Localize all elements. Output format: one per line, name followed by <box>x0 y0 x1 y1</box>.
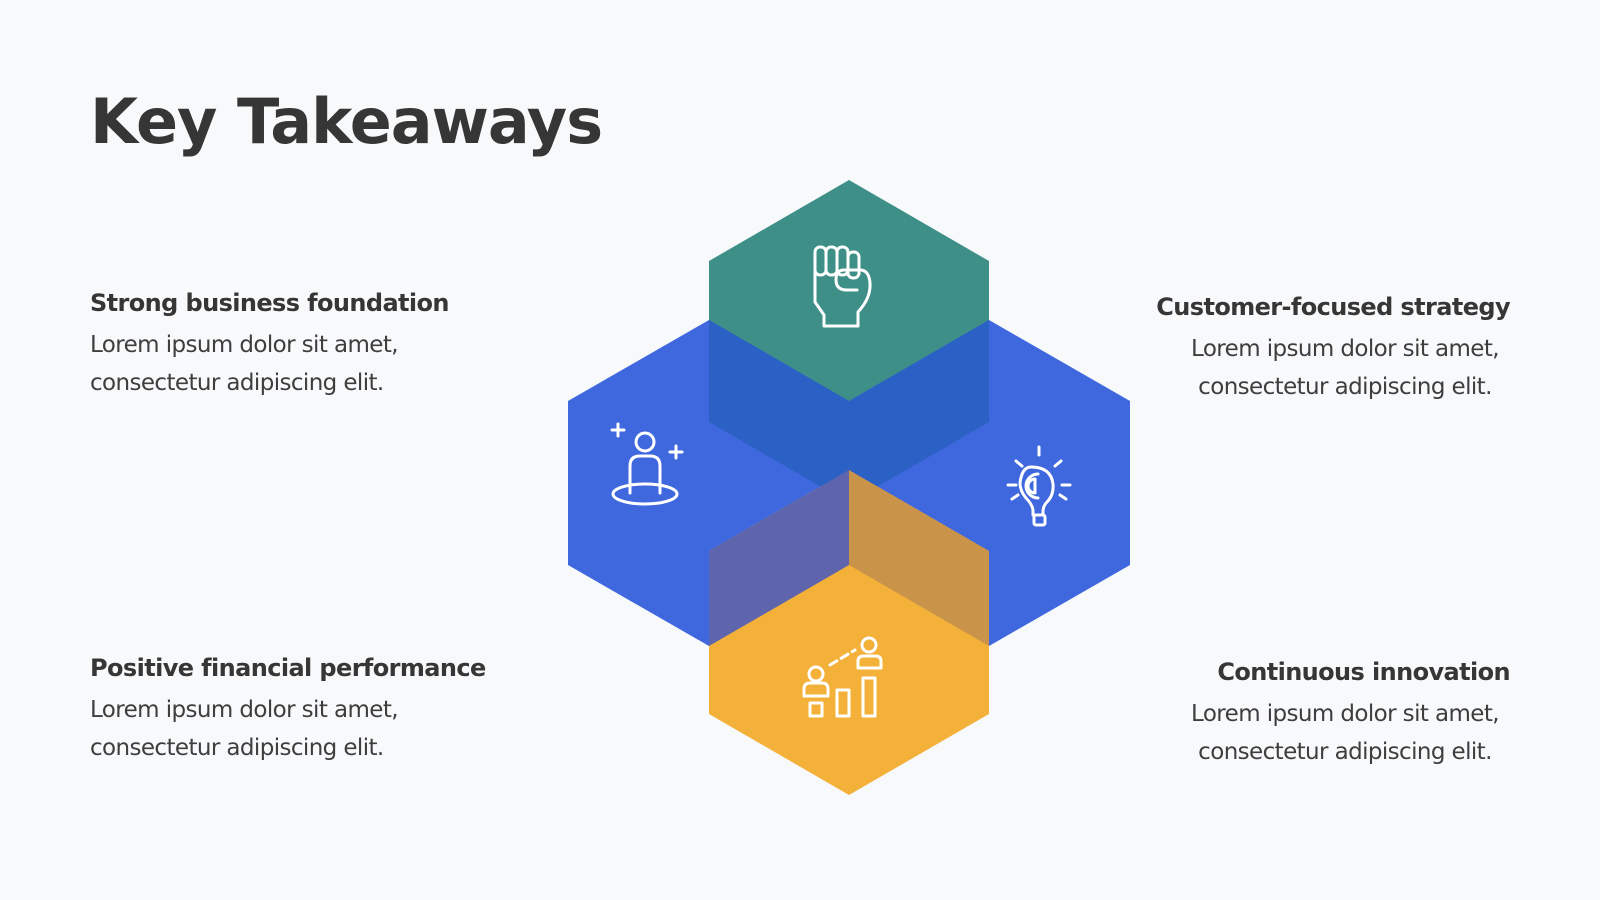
takeaway-heading: Strong business foundation <box>90 289 450 317</box>
takeaway-body-line: Lorem ipsum dolor sit amet, <box>90 697 399 724</box>
takeaway-continuous-innovation: Continuous innovation Lorem ipsum dolor … <box>1080 657 1511 772</box>
growth-chart-people-icon <box>802 636 883 718</box>
page-title: Key Takeaways <box>90 85 603 158</box>
overlap-top-left <box>709 320 849 503</box>
takeaway-body-line: consectetur adipiscing elit. <box>90 370 384 397</box>
takeaway-heading: Positive financial performance <box>90 654 486 682</box>
takeaway-body-line: consectetur adipiscing elit. <box>1198 374 1492 401</box>
takeaway-body: Lorem ipsum dolor sit amet, consectetur … <box>90 692 520 768</box>
takeaway-body: Lorem ipsum dolor sit amet, consectetur … <box>1180 331 1510 407</box>
takeaway-positive-financial-performance: Positive financial performance Lorem ips… <box>90 653 520 768</box>
takeaway-body-line: consectetur adipiscing elit. <box>90 735 384 762</box>
overlap-right-bottom <box>849 470 989 646</box>
overlap-top-right <box>849 320 989 503</box>
takeaway-customer-focused-strategy: Customer-focused strategy Lorem ipsum do… <box>1080 292 1510 407</box>
lightbulb-gear-icon <box>1006 445 1072 527</box>
takeaway-body-line: Lorem ipsum dolor sit amet, <box>90 332 399 359</box>
fist-icon <box>813 245 872 328</box>
takeaway-body-line: Lorem ipsum dolor sit amet, <box>1191 336 1500 363</box>
person-plus-icon <box>610 422 684 506</box>
takeaway-body-line: Lorem ipsum dolor sit amet, <box>1191 701 1500 728</box>
overlap-left-bottom <box>709 470 849 646</box>
takeaway-heading: Continuous innovation <box>1217 658 1510 686</box>
takeaway-heading: Customer-focused strategy <box>1156 293 1510 321</box>
takeaway-strong-business-foundation: Strong business foundation Lorem ipsum d… <box>90 288 520 403</box>
takeaway-body-line: consectetur adipiscing elit. <box>1198 739 1492 766</box>
takeaway-body: Lorem ipsum dolor sit amet, consectetur … <box>1180 696 1510 772</box>
takeaway-body: Lorem ipsum dolor sit amet, consectetur … <box>90 327 520 403</box>
